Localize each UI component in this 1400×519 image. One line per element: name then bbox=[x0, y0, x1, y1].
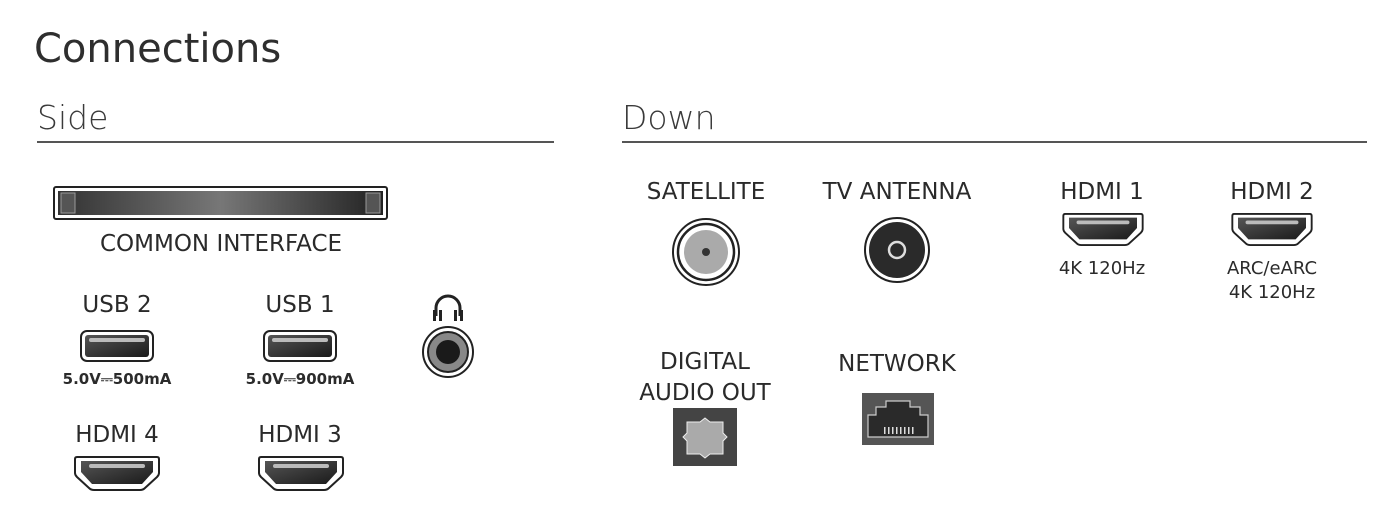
digital-audio-out-label-line2: AUDIO OUT bbox=[639, 380, 771, 406]
hdmi2-spec-arc: ARC/eARC bbox=[1226, 258, 1318, 279]
side-divider bbox=[37, 141, 554, 143]
hdmi4-port-icon bbox=[73, 455, 161, 491]
hdmi2-label: HDMI 2 bbox=[1230, 179, 1314, 205]
hdmi1-label: HDMI 1 bbox=[1060, 179, 1144, 205]
optical-audio-port-icon bbox=[673, 408, 737, 466]
hdmi4-label: HDMI 4 bbox=[75, 422, 159, 448]
network-label: NETWORK bbox=[838, 351, 956, 377]
hdmi1-port-icon bbox=[1059, 212, 1147, 246]
usb1-port-icon bbox=[263, 330, 337, 362]
usb2-spec: 5.0V⎓500mA bbox=[62, 370, 172, 388]
down-divider bbox=[622, 141, 1367, 143]
hdmi3-label: HDMI 3 bbox=[258, 422, 342, 448]
usb2-port-icon bbox=[80, 330, 154, 362]
tv-antenna-label: TV ANTENNA bbox=[822, 179, 972, 205]
hdmi2-port-icon bbox=[1228, 212, 1316, 246]
common-interface-slot-icon bbox=[53, 186, 388, 220]
digital-audio-out-label-line1: DIGITAL bbox=[660, 349, 750, 375]
satellite-label: SATELLITE bbox=[646, 179, 766, 205]
usb1-spec: 5.0V⎓900mA bbox=[245, 370, 355, 388]
tv-antenna-connector-icon bbox=[864, 217, 930, 283]
satellite-connector-icon bbox=[672, 218, 740, 286]
usb1-label: USB 1 bbox=[265, 292, 335, 318]
hdmi2-spec-resolution: 4K 120Hz bbox=[1228, 282, 1316, 303]
usb2-label: USB 2 bbox=[82, 292, 152, 318]
common-interface-label: COMMON INTERFACE bbox=[99, 231, 343, 257]
headphones-icon bbox=[433, 294, 463, 321]
hdmi1-spec: 4K 120Hz bbox=[1058, 258, 1146, 279]
headphone-jack-icon bbox=[422, 326, 474, 378]
page-title: Connections bbox=[34, 26, 282, 72]
hdmi3-port-icon bbox=[257, 455, 345, 491]
down-heading: Down bbox=[622, 98, 716, 137]
side-heading: Side bbox=[37, 98, 109, 137]
ethernet-port-icon bbox=[862, 393, 934, 445]
